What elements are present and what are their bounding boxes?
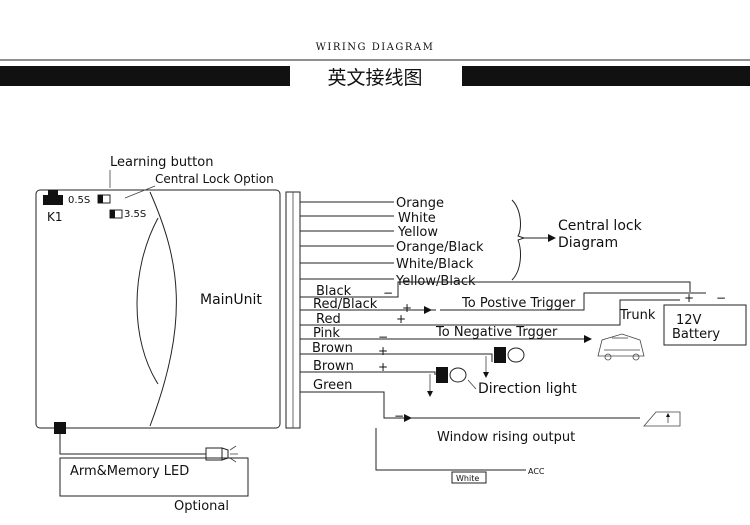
central-lock-arrowhead — [548, 234, 556, 242]
wire-black-minus: − — [383, 286, 393, 300]
wire-red-plus: + — [396, 312, 406, 326]
direction-light-label: Direction light — [478, 381, 577, 397]
wire-pink-arrowhead — [584, 335, 592, 343]
wire-red-black-label: Red/Black — [313, 297, 378, 312]
battery-box — [663, 304, 747, 346]
white-wire-tag-label: White — [456, 474, 479, 483]
wire-black-line — [300, 281, 691, 298]
central-lock-brace — [511, 199, 526, 281]
wire-white-black-label: White/Black — [396, 257, 474, 272]
wire-red-black-arrowhead — [424, 306, 432, 314]
diagram-subtitle-cn: 英文接线图 — [327, 67, 422, 89]
option-35s-switch-icon — [109, 209, 123, 219]
battery-plus: + — [684, 291, 694, 305]
wire-acc-line — [375, 428, 526, 471]
battery-label: Battery — [672, 327, 720, 342]
central-lock-wires — [300, 201, 394, 280]
option-05s-label: 0.5S — [68, 195, 90, 206]
wire-green-arrowhead — [404, 414, 412, 422]
direction-light-arrowhead-2 — [427, 391, 433, 397]
wire-brown1-plus: + — [378, 344, 388, 358]
wire-green-minus: − — [394, 409, 404, 423]
arm-memory-led-icon — [205, 445, 238, 463]
wire-brown1-label: Brown — [312, 341, 353, 356]
wire-yellow-label: Yellow — [397, 225, 438, 240]
wire-brown1-line — [300, 353, 493, 362]
wire-brown2-plus: + — [378, 360, 388, 374]
led-connector-icon — [54, 422, 66, 434]
window-motor-icon — [643, 411, 681, 427]
main-unit-box — [35, 189, 281, 429]
positive-trigger-label: To Postive Trigger — [461, 296, 576, 311]
direction-lamp-2-lens — [449, 367, 467, 383]
direction-lamp-2-icon — [436, 367, 448, 383]
wire-red-line — [300, 299, 680, 326]
direction-light-arrowhead-1 — [483, 372, 489, 378]
negative-trigger-label: To Negative Trgger — [435, 325, 558, 340]
header-bar-left — [0, 66, 290, 86]
optional-label: Optional — [174, 499, 229, 514]
arm-memory-led-label: Arm&Memory LED — [70, 464, 189, 479]
wire-red-label: Red — [316, 312, 341, 327]
central-lock-diagram-label-1: Central lock — [558, 218, 643, 234]
trunk-label: Trunk — [619, 308, 656, 323]
acc-label: ACC — [528, 467, 545, 476]
led-frame — [59, 457, 249, 497]
main-unit-label: MainUnit — [200, 292, 262, 308]
white-wire-tag — [451, 471, 487, 484]
direction-lamp-1-lens — [507, 347, 525, 363]
wire-brown2-label: Brown — [313, 359, 354, 374]
trunk-car-icon — [597, 333, 645, 361]
positive-trigger-line — [440, 292, 706, 311]
wire-brown2-line — [300, 371, 436, 375]
wire-red-black-plus: + — [402, 301, 412, 315]
battery-voltage: 12V — [676, 313, 702, 328]
window-output-label: Window rising output — [437, 430, 575, 445]
wire-pink-minus: − — [378, 330, 388, 344]
option-05s-switch-icon — [97, 194, 111, 204]
direction-lamp-1-icon — [494, 347, 506, 363]
wire-green-line — [300, 391, 640, 419]
main-unit-curve-inner — [136, 217, 159, 385]
header-bar-right — [462, 66, 750, 86]
central-lock-diagram-label-2: Diagram — [558, 235, 618, 251]
diagram-title: WIRING DIAGRAM — [316, 42, 435, 53]
central-lock-option-leader — [124, 185, 156, 199]
learning-button-icon — [43, 190, 63, 205]
central-lock-option-label: Central Lock Option — [155, 172, 274, 186]
wire-white-label: White — [398, 211, 436, 226]
main-unit-curve — [149, 191, 177, 427]
wire-black-label: Black — [316, 284, 352, 299]
wire-pink-label: Pink — [313, 326, 340, 341]
option-35s-label: 3.5S — [124, 209, 146, 220]
battery-minus: − — [716, 291, 726, 305]
direction-light-leader — [467, 379, 477, 390]
learning-button-label: Learning button — [110, 155, 213, 170]
wire-green-label: Green — [313, 378, 352, 393]
wire-orange-label: Orange — [396, 196, 444, 211]
led-wire-line — [59, 434, 206, 455]
k1-label: K1 — [47, 210, 63, 224]
wire-orange-black-label: Orange/Black — [396, 240, 484, 255]
